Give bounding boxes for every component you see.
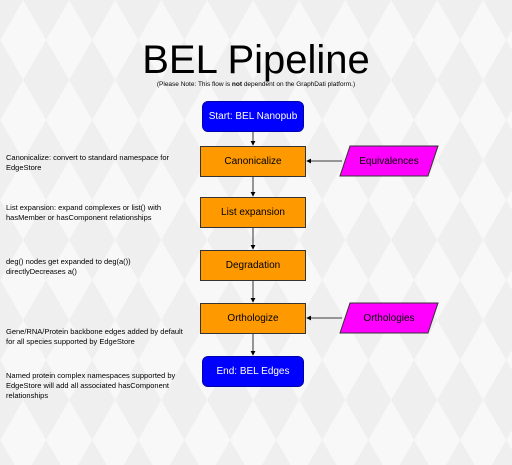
canonicalize-node: Canonicalize [200, 146, 306, 177]
note-canonicalize: Canonicalize: convert to standard namesp… [6, 153, 170, 172]
orthologies-shape [339, 302, 439, 334]
orthologize-node: Orthologize [200, 303, 306, 334]
degradation-node: Degradation [200, 250, 306, 281]
end-node: End: BEL Edges [202, 356, 304, 387]
list-expansion-node: List expansion [200, 197, 306, 228]
page-subtitle: (Please Note: This flow is not dependent… [0, 80, 512, 89]
orthologies-label: Orthologies [363, 312, 415, 324]
note-backbone: Gene/RNA/Protein backbone edges added by… [6, 327, 183, 346]
subtitle-suffix: dependent on the GraphDati platform.) [242, 81, 356, 88]
note-degradation: deg() nodes get expanded to deg(a()) dir… [6, 257, 131, 276]
subtitle-prefix: (Please Note: This flow is [156, 81, 232, 88]
start-node: Start: BEL Nanopub [202, 101, 304, 132]
subtitle-emphasis: not [231, 81, 243, 88]
note-list-expansion: List expansion: expand complexes or list… [6, 203, 162, 222]
note-complex: Named protein complex namespaces support… [6, 371, 176, 400]
equivalences-shape [339, 145, 439, 177]
page-title: BEL Pipeline [142, 38, 370, 82]
equivalences-label: Equivalences [359, 155, 419, 167]
